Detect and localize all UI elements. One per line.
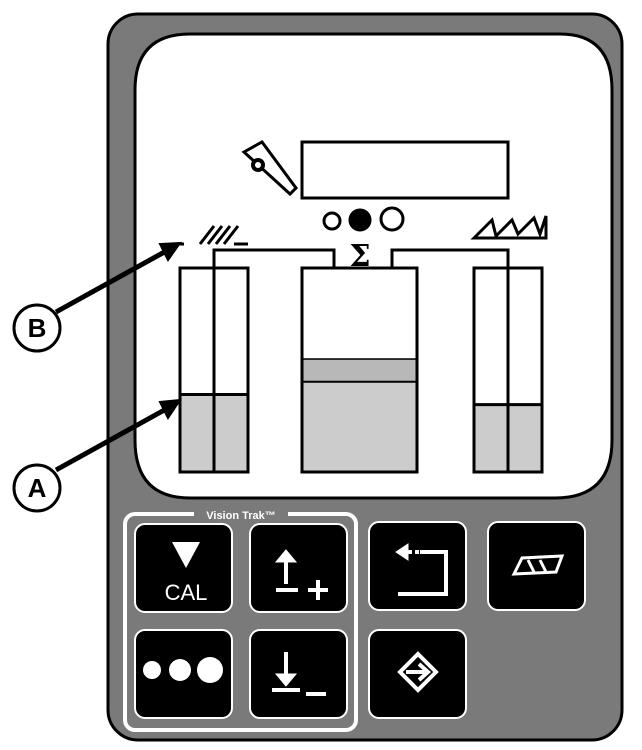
callout-arrow-b (54, 241, 183, 315)
message-display (300, 140, 510, 200)
cal-button[interactable]: CAL (134, 523, 233, 613)
down-triangle-icon (172, 542, 200, 568)
center-gauge-frame (300, 266, 419, 474)
center-gauge-top-band (302, 359, 417, 382)
book-button[interactable] (487, 521, 586, 611)
svg-text:A: A (28, 473, 47, 503)
book-icon (511, 554, 565, 576)
center-gauge (300, 266, 419, 474)
dots-button[interactable] (134, 629, 233, 719)
three-dots-icon (143, 657, 223, 683)
enter-diamond-icon (397, 651, 439, 693)
left-gauge (178, 266, 250, 474)
keypad-group-label: Vision Trak™ (206, 510, 276, 522)
wrench-icon (241, 140, 298, 197)
indicator-dots (322, 206, 405, 232)
connector-lines (212, 248, 510, 268)
return-button[interactable] (368, 521, 467, 611)
indicator-dot-empty (322, 211, 342, 231)
hatched-surface-icon (176, 225, 248, 246)
keypad-label-background (194, 506, 288, 522)
callout-arrow-a (54, 398, 183, 473)
callout-a: A (12, 463, 62, 513)
increase-button[interactable] (249, 523, 348, 613)
arrow-down-minus-icon (272, 652, 326, 696)
indicator-dot-empty (379, 206, 405, 232)
svg-text:B: B (28, 313, 47, 343)
arrow-up-plus-icon (274, 549, 328, 600)
decrease-button[interactable] (249, 629, 348, 719)
gauges-group (178, 266, 544, 474)
return-arrow-icon (395, 543, 448, 596)
cal-button-label: CAL (165, 580, 208, 605)
indicator-dot-filled (348, 208, 372, 232)
sawtooth-icon (470, 215, 548, 240)
sum-symbol: Σ (349, 239, 370, 274)
right-gauge (472, 266, 544, 474)
right-gauge-frame (472, 266, 544, 474)
left-gauge-frame (178, 266, 250, 474)
enter-button[interactable] (368, 629, 467, 719)
callout-b: B (12, 303, 62, 353)
